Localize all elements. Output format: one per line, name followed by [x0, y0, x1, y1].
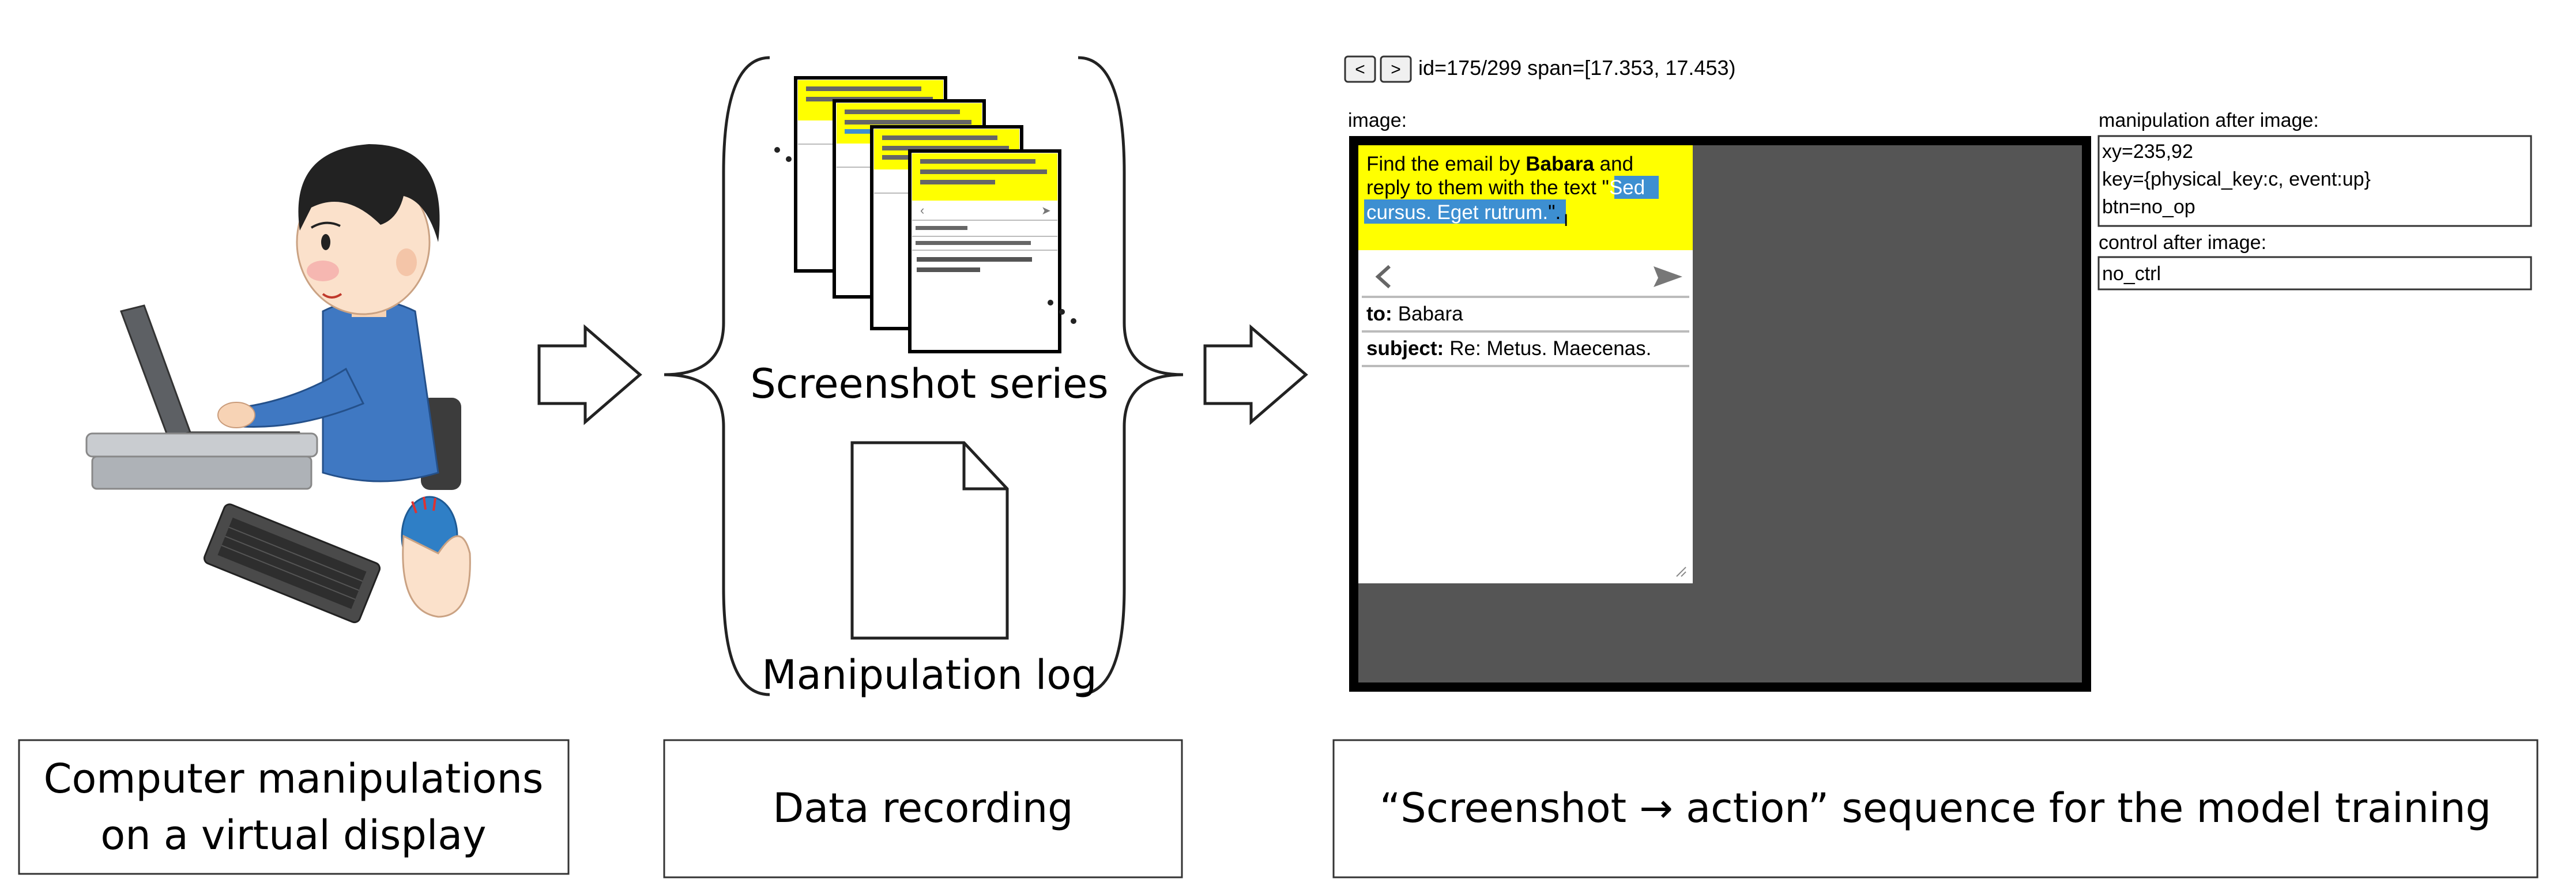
- image-label: image:: [1348, 110, 1407, 131]
- control-label: control after image:: [2099, 232, 2266, 254]
- stack-dot: [1071, 318, 1076, 324]
- to-field: to:Babara: [1366, 303, 1463, 325]
- control-field[interactable]: [2097, 256, 2532, 291]
- text-cursor-icon: I: [1564, 211, 1568, 230]
- svg-text:➤: ➤: [1041, 205, 1051, 217]
- manipulation-line-2: key={physical_key:c, event:up}: [2102, 168, 2371, 190]
- left-caption-line2: on a virtual display: [100, 812, 486, 859]
- middle-caption-box: [663, 739, 1183, 878]
- flow-arrow-2: [1203, 324, 1308, 425]
- stack-dot: [774, 147, 780, 153]
- stack-dot: [1048, 300, 1053, 306]
- prev-button-label: <: [1355, 60, 1365, 79]
- task-line-1: Find the email by Babara and: [1366, 153, 1633, 175]
- task-line-3: cursus. Eget rutrum.".: [1366, 201, 1561, 224]
- record-status: id=175/299 span=[17.353, 17.453): [1418, 56, 1735, 80]
- manipulation-textarea[interactable]: [2097, 135, 2532, 227]
- email-body-textarea[interactable]: [1676, 567, 1686, 577]
- middle-caption: Data recording: [773, 785, 1073, 832]
- manipulation-line-3: btn=no_op: [2102, 196, 2195, 218]
- screenshot-thumbnail-4: ‹ ➤: [908, 149, 1061, 353]
- manipulation-log-label: Manipulation log: [762, 651, 1097, 699]
- manipulation-label: manipulation after image:: [2099, 110, 2319, 131]
- stack-dot: [786, 156, 792, 162]
- right-curly-brace: [1078, 56, 1184, 696]
- prev-button[interactable]: [1344, 55, 1376, 83]
- next-button[interactable]: [1380, 55, 1412, 83]
- left-caption-line1: Computer manipulations: [44, 755, 544, 802]
- screenshot-series-label: Screenshot series: [750, 360, 1108, 408]
- next-button-label: >: [1391, 60, 1401, 79]
- text-highlight-1: [1614, 176, 1659, 199]
- right-caption-box: [1332, 739, 2539, 878]
- back-icon[interactable]: [1375, 265, 1391, 289]
- send-icon[interactable]: [1654, 266, 1682, 287]
- document-icon: [850, 441, 1009, 640]
- flow-arrow-1: [537, 324, 642, 425]
- control-value: no_ctrl: [2102, 263, 2161, 285]
- stack-dot: [1059, 309, 1065, 315]
- right-caption: “Screenshot → action” sequence for the m…: [1380, 785, 2491, 832]
- screenshot-series-stack: ‹ ➤: [774, 76, 1076, 353]
- left-curly-brace: [664, 56, 770, 696]
- task-line-2: reply to them with the text "Sed: [1366, 176, 1645, 199]
- subject-field: subject:Re: Metus. Maecenas.: [1366, 337, 1651, 360]
- manipulation-line-1: xy=235,92: [2102, 141, 2193, 163]
- left-caption-box: [18, 739, 570, 875]
- text-highlight-2: [1364, 199, 1566, 224]
- viewer-header: < > id=175/299 span=[17.353, 17.453): [1344, 55, 1735, 83]
- document-fold: [962, 443, 1007, 491]
- svg-text:‹: ‹: [920, 203, 924, 217]
- person-at-computer-illustration: [85, 144, 471, 624]
